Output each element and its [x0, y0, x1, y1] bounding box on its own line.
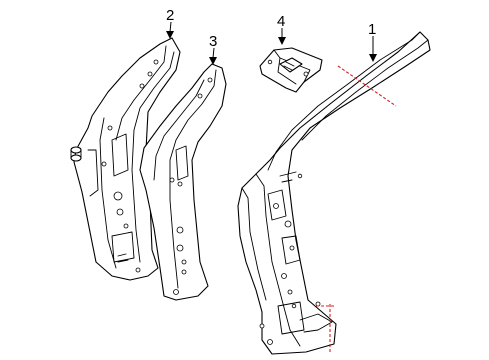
arrowhead-1: [369, 54, 377, 62]
arrowhead-2: [166, 31, 174, 39]
leader-3: [212, 47, 215, 59]
arrowhead-3: [209, 57, 217, 65]
part-2-inner-pillar: [70, 37, 181, 281]
callout-labels: 1 2 3 4: [166, 7, 376, 50]
callout-2: 2: [166, 7, 174, 24]
arrowhead-4: [278, 37, 286, 45]
cut-lines: [316, 65, 397, 354]
leaders: [166, 21, 377, 65]
part-3-pillar-reinforcement: [139, 63, 227, 301]
callout-4: 4: [277, 13, 285, 30]
leader-2: [169, 21, 172, 33]
cut-line-upper: [337, 65, 397, 107]
callout-3: 3: [209, 33, 217, 50]
callout-1: 1: [368, 21, 376, 38]
part-4-bracket: [259, 47, 323, 93]
part-1-front-pillar: [237, 31, 431, 355]
